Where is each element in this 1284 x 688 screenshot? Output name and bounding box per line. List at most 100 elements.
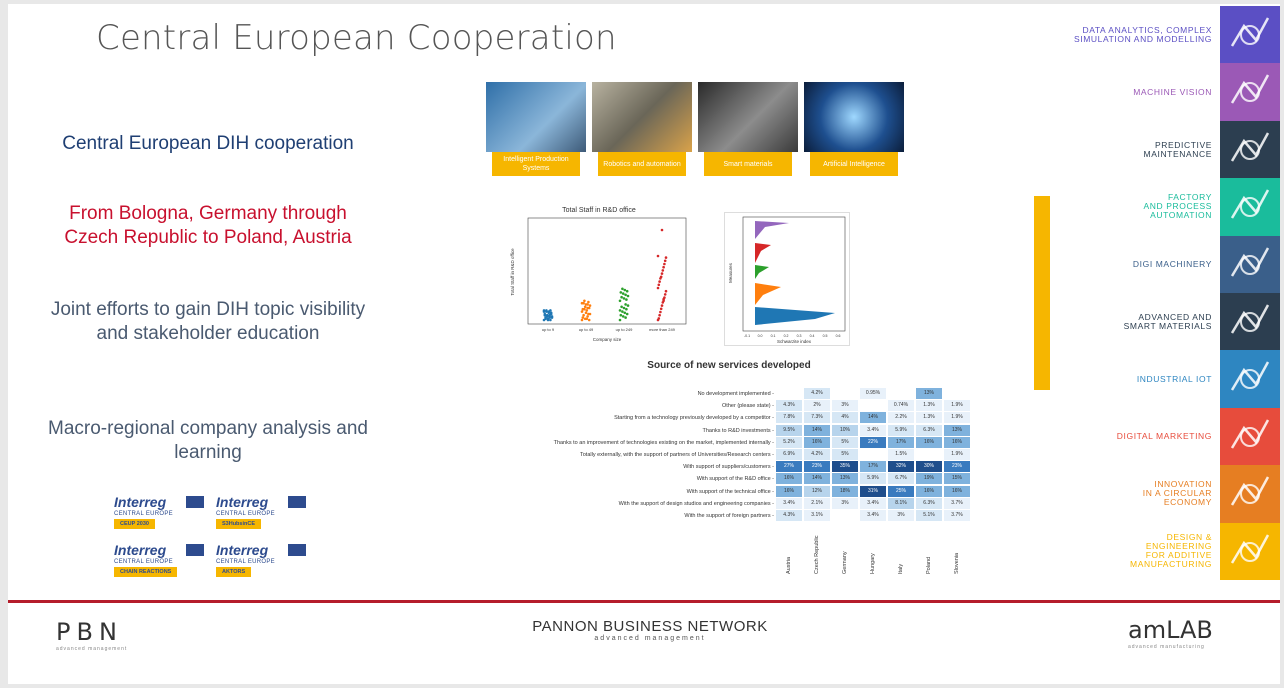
scatter-point: [623, 311, 627, 315]
scatter-point: [626, 294, 630, 298]
scatter-point: [619, 291, 623, 294]
scatter-svg: Total Staff in R&D office Total Staff in…: [510, 207, 687, 342]
macro-regional-text: Macro-regional company analysis and lear…: [48, 418, 368, 463]
interreg-project: S3HubsinCE: [216, 519, 262, 529]
scatter-point: [621, 292, 625, 295]
amlab-logo: amLAB advanced manufacturing: [1128, 616, 1213, 650]
eu-flag-icon: [288, 544, 306, 556]
thumb-intelligent-production: Intelligent Production Systems: [486, 82, 586, 178]
scatter-point: [624, 303, 627, 306]
scatter-point: [621, 310, 624, 313]
interreg-logo-1: Interreg CENTRAL EUROPE CEUP 2030: [114, 494, 210, 532]
heatmap-cell: 30%: [916, 461, 942, 473]
eu-flag-icon: [186, 544, 204, 556]
topic-icon-ring: [1240, 484, 1260, 505]
heatmap-cell: 5.9%: [860, 473, 886, 485]
scatter-point: [580, 301, 584, 305]
scatter-point: [621, 287, 624, 291]
sidebar-tile: [1220, 465, 1280, 524]
heatmap-cell: 22%: [860, 436, 886, 448]
heatmap-cell: 16%: [776, 485, 802, 497]
heatmap-row: No development implemented -4.2%0.95%13%: [474, 388, 984, 400]
eu-flag-icon: [288, 496, 306, 508]
sidebar-label: ADVANCED AND SMART MATERIALS: [1123, 311, 1212, 331]
scatter-point: [549, 312, 553, 316]
heatmap-cell: [832, 510, 858, 521]
scatter-point: [659, 275, 663, 279]
heatmap-cell: 4.2%: [804, 449, 830, 460]
heatmap-cell: 3.4%: [860, 510, 886, 521]
topic-icon-path: [1230, 74, 1270, 105]
heatmap-cell: 16%: [944, 436, 970, 448]
heatmap-column-label: Germany: [842, 551, 848, 575]
scatter-point: [659, 310, 662, 314]
topic-icon-path: [1230, 17, 1270, 47]
heatmap-cell: 2.1%: [804, 497, 830, 509]
violin-xtick: 0.1: [771, 334, 776, 338]
topic-icon-ring: [1240, 312, 1260, 332]
heatmap-cell: 3%: [888, 510, 914, 521]
heatmap-cell: 23%: [944, 461, 970, 473]
heatmap-cell: 25%: [888, 485, 914, 497]
heatmap-cell: 1.5%: [888, 449, 914, 460]
slide-title: Central European Cooperation: [96, 18, 617, 58]
heatmap-title: Source of new services developed: [647, 360, 811, 371]
topic-icon-ring: [1240, 254, 1260, 275]
scatter-point: [622, 306, 626, 310]
heatmap-cell: 3.7%: [944, 497, 970, 509]
heatmap-cell: 3.4%: [860, 424, 886, 436]
pannon-logo: PANNON BUSINESS NETWORK advanced managem…: [520, 618, 780, 642]
heatmap-row: With support of the technical office -16…: [474, 485, 984, 498]
topic-icon-path: [1230, 419, 1270, 449]
interreg-word: Interreg: [114, 494, 167, 510]
scatter-point: [549, 318, 552, 322]
interreg-project: CHAIN REACTIONS: [114, 567, 178, 577]
heatmap-row-label: Other (please state) -: [722, 403, 774, 410]
topic-icon-path: [1230, 304, 1270, 334]
topic-icon-ring: [1240, 541, 1260, 562]
scatter-point: [663, 293, 667, 296]
amlab-sub: advanced manufacturing: [1128, 644, 1205, 650]
scatter-point: [656, 286, 660, 290]
heatmap-row-label: With support of the R&D office -: [696, 476, 774, 483]
sidebar-label: DIGI MACHINERY: [1132, 258, 1212, 269]
heatmap-cell: 9.5%: [776, 424, 802, 436]
scatter-point: [626, 304, 630, 307]
heatmap-cell: 3.7%: [944, 510, 970, 521]
pbn-logo: PBN advanced management: [56, 618, 127, 652]
heatmap-cell: 2%: [804, 400, 830, 412]
heatmap-cell: 6.9%: [776, 449, 802, 460]
scatter-point: [625, 289, 629, 293]
interreg-word: Interreg: [114, 542, 167, 558]
topic-icon: [1230, 74, 1270, 105]
heatmap-cell: 0.95%: [860, 388, 886, 399]
scatter-point: [663, 296, 666, 299]
scatter-point: [620, 305, 623, 309]
scatter-xtick: up to 249: [616, 327, 633, 332]
scatter-point: [581, 316, 585, 319]
scatter-point: [583, 299, 586, 303]
violin-frame: [742, 216, 846, 332]
heatmap-row: With support of suppliers/customers -27%…: [474, 461, 984, 473]
interreg-sub: CENTRAL EUROPE: [216, 511, 275, 517]
heatmap-cell: 4.3%: [776, 400, 802, 412]
interreg-project: CEUP 2030: [114, 519, 155, 529]
heatmap-column-label: Poland: [926, 557, 932, 575]
scatter-xtick: up to 49: [579, 327, 594, 332]
heatmap-cell: 5%: [832, 449, 858, 460]
violin-xtick: 0.3: [797, 334, 802, 338]
interreg-logo-2: Interreg CENTRAL EUROPE S3HubsinCE: [216, 494, 312, 532]
sidebar-tile: [1220, 407, 1280, 466]
topic-icon-ring: [1240, 426, 1260, 447]
scatter-points: [542, 228, 668, 322]
interreg-logo-4: Interreg CENTRAL EUROPE AKTORS: [216, 542, 312, 580]
scatter-point: [587, 312, 590, 316]
scatter-point: [620, 295, 623, 299]
scatter-point: [625, 312, 629, 316]
heatmap-cell: 5.1%: [916, 510, 942, 521]
heatmap-row: Thanks to R&D investments -9.5%14%10%3.4…: [474, 424, 984, 437]
heatmap-cell: 16%: [944, 485, 970, 497]
heatmap-cell: 1.3%: [916, 400, 942, 412]
